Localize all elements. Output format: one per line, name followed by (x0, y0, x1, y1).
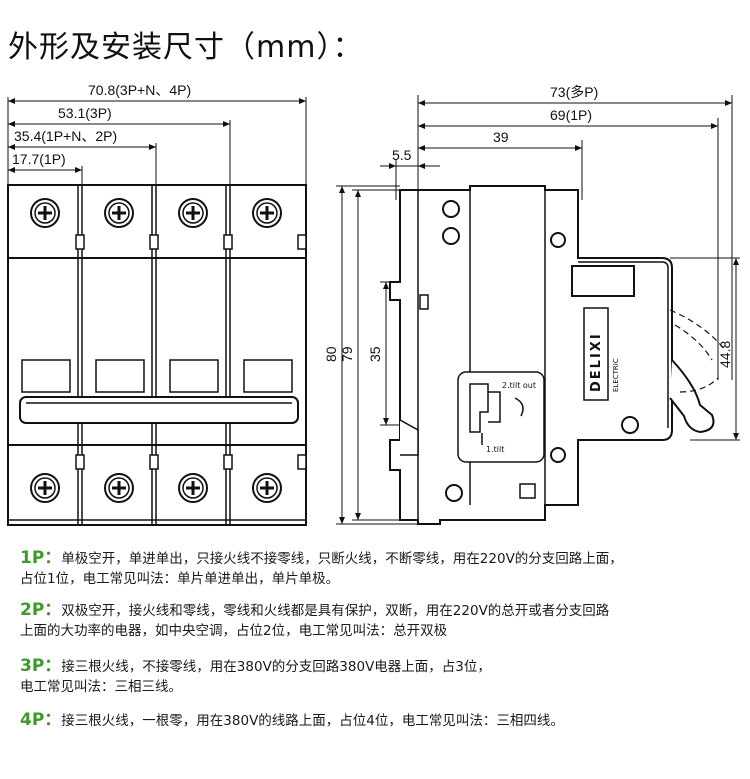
dim-height-44-8: 44.8 (717, 341, 733, 368)
note-line: 电工常见叫法：三相三线。 (20, 679, 182, 695)
note-line: 单极空开，单进单出，只接火线不接零线，只断火线，不断零线，用在220V的分支回路… (61, 551, 623, 567)
note-2p: 2P：双极空开，接火线和零线，零线和火线都是具有保护，双断，用在220V的总开或… (20, 600, 740, 641)
dimension-drawing: 70.8(3P+N、4P) 53.1(3P) 35.4(1P+N、2P) 17.… (7, 82, 740, 526)
note-3p: 3P：接三根火线，不接零线，用在380V的分支回路380V电器上面，占3位， 电… (20, 656, 740, 697)
note-4p: 4P：接三根火线，一根零，用在380V的线路上面，占位4位，电工常见叫法：三相四… (20, 710, 740, 731)
dim-width-4p: 70.8(3P+N、4P) (88, 82, 191, 98)
page-title: 外形及安装尺寸（mm）： (8, 30, 364, 65)
side-dimension-lines (336, 95, 740, 525)
note-line: 接三根火线，一根零，用在380V的线路上面，占位4位，电工常见叫法：三相四线。 (61, 713, 564, 729)
note-key: 4P： (20, 710, 62, 730)
front-view (7, 97, 307, 526)
instruction-label-in: 1.tilt (486, 445, 504, 454)
dim-depth-5-5: 5.5 (392, 147, 412, 163)
side-view (336, 95, 740, 525)
note-line: 上面的大功率的电器，如中央空调，占位2位，电工常见叫法：总开双极 (20, 623, 448, 639)
note-key: 1P： (20, 548, 62, 568)
note-key: 2P： (20, 600, 62, 620)
dim-height-80: 80 (323, 346, 339, 362)
dim-width-1p: 17.7(1P) (12, 151, 66, 167)
brand-label: DELIXI (589, 332, 604, 392)
note-1p: 1P：单极空开，单进单出，只接火线不接零线，只断火线，不断零线，用在220V的分… (20, 548, 740, 589)
brand-sublabel: ELECTRIC (612, 358, 620, 392)
note-line: 双极空开，接火线和零线，零线和火线都是具有保护，双断，用在220V的总开或者分支… (61, 603, 610, 619)
front-dimension-lines (7, 97, 307, 190)
dim-height-35: 35 (367, 346, 383, 362)
dim-width-2p: 35.4(1P+N、2P) (14, 128, 117, 144)
dim-depth-39: 39 (493, 129, 509, 145)
dim-depth-1p: 69(1P) (550, 107, 592, 123)
note-line: 占位1位，电工常见叫法：单片单进单出，单片单极。 (20, 571, 340, 587)
dim-width-3p: 53.1(3P) (58, 105, 112, 121)
dim-height-79: 79 (339, 346, 355, 362)
note-key: 3P： (20, 656, 62, 676)
dim-depth-multi: 73(多P) (550, 84, 598, 100)
note-line: 接三根火线，不接零线，用在380V的分支回路380V电器上面，占3位， (61, 659, 491, 675)
instruction-label-out: 2.tilt out (502, 381, 536, 390)
